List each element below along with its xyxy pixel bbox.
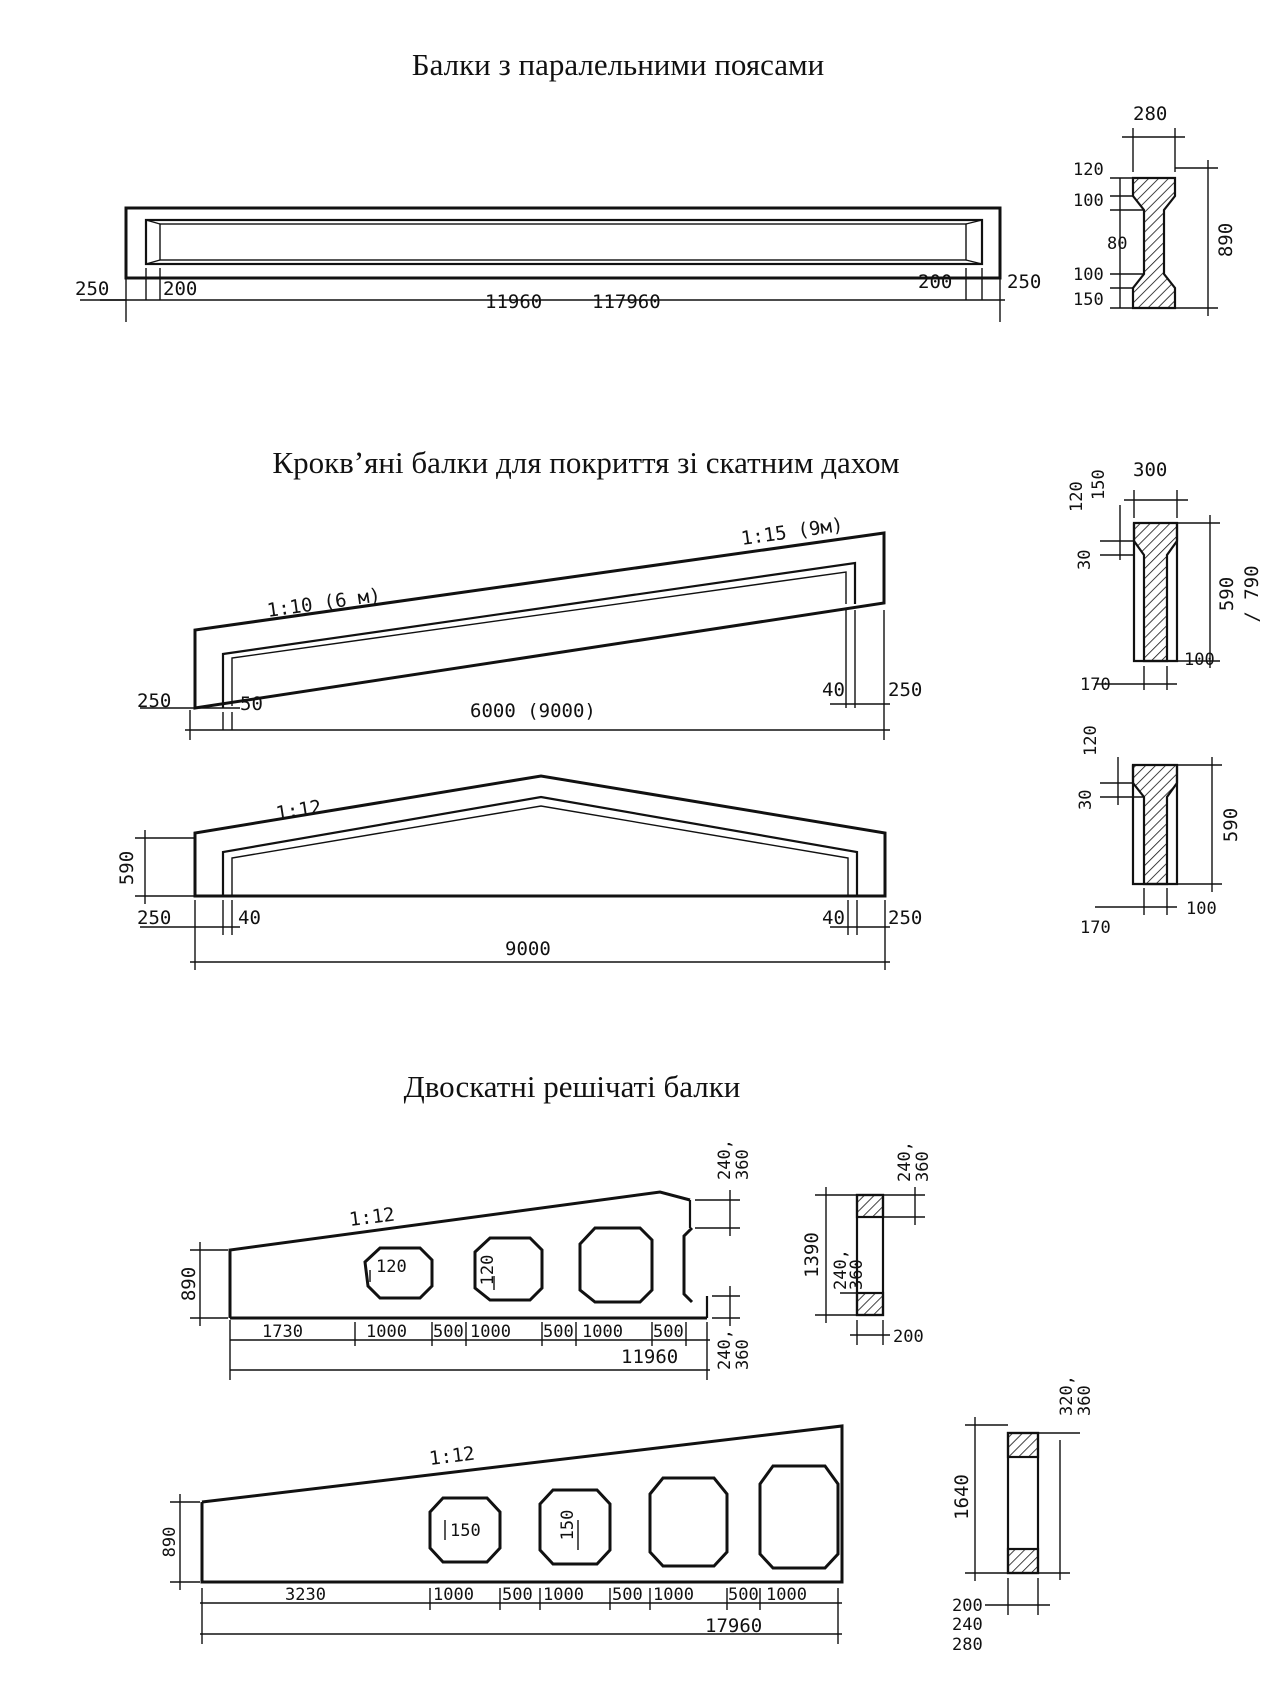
gable-cross-section bbox=[1095, 757, 1222, 915]
mono-xs-bottom-flange: 170 bbox=[1080, 675, 1111, 695]
lattice12-opening-1: 120 bbox=[376, 1257, 407, 1277]
lattice18-opening-1: 150 bbox=[450, 1521, 481, 1541]
lattice12-panel-7: 500 bbox=[653, 1322, 684, 1342]
xs1-top-flange: 120 bbox=[1073, 160, 1104, 180]
lattice12-panel-2: 1000 bbox=[366, 1322, 407, 1342]
lattice18-slope: 1:12 bbox=[428, 1443, 476, 1470]
lattice18-xs-top-alt: 360 bbox=[1075, 1385, 1095, 1416]
lattice18-end-height: 890 bbox=[160, 1527, 180, 1558]
lattice18-panel-7: 500 bbox=[728, 1585, 759, 1605]
lattice18-xs-width-b: 240 bbox=[952, 1615, 983, 1635]
lattice-beam-12m-elevation bbox=[190, 1190, 740, 1380]
parallel-chord-cross-section bbox=[1110, 128, 1218, 316]
gable-xs-height: 590 bbox=[1220, 808, 1242, 842]
lattice18-opening-2: 150 bbox=[558, 1510, 578, 1541]
lattice18-xs-top: 320, bbox=[1057, 1375, 1077, 1416]
lattice12-bottom-chord: 240, bbox=[715, 1329, 735, 1370]
lattice12-panel-4: 1000 bbox=[470, 1322, 511, 1342]
lattice18-panel-8: 1000 bbox=[766, 1585, 807, 1605]
gable-xs-bottom-flange: 170 bbox=[1080, 918, 1111, 938]
mono-slope-6m: 1:10 (6 м) bbox=[266, 584, 382, 622]
lattice12-xs-top-alt: 360 bbox=[913, 1151, 933, 1182]
mono-xs-web: 100 bbox=[1184, 650, 1215, 670]
mono-xs-height: 590 bbox=[1216, 577, 1238, 611]
gable-xs-top-flange: 120 bbox=[1081, 725, 1101, 756]
xs1-height: 890 bbox=[1215, 223, 1237, 257]
lattice12-xs-height: 1390 bbox=[801, 1232, 823, 1278]
mono-xs-haunch: 30 bbox=[1075, 550, 1095, 570]
gable-right-end: 250 bbox=[888, 907, 922, 929]
lattice-beam-18m-elevation bbox=[170, 1424, 844, 1644]
dim-span-a: 11960 bbox=[485, 291, 542, 313]
parallel-chord-beam-elevation bbox=[80, 206, 1005, 322]
lattice12-span: 11960 bbox=[621, 1346, 678, 1368]
mono-xs-top-flange-alt: 150 bbox=[1089, 469, 1109, 500]
lattice18-panel-5: 500 bbox=[612, 1585, 643, 1605]
mono-pitch-beam-elevation bbox=[140, 531, 890, 740]
dim-right-inner: 200 bbox=[918, 271, 952, 293]
lattice18-span: 17960 bbox=[705, 1615, 762, 1637]
mono-xs-top-flange: 120 bbox=[1067, 481, 1087, 512]
lattice12-panel-3: 500 bbox=[433, 1322, 464, 1342]
gable-xs-web: 100 bbox=[1186, 899, 1217, 919]
gable-slope: 1:12 bbox=[274, 796, 323, 825]
beam-outline bbox=[124, 206, 1002, 280]
lattice12-end-height: 890 bbox=[178, 1267, 200, 1301]
dim-left-end: 250 bbox=[75, 278, 109, 300]
xs1-top-haunch: 100 bbox=[1073, 191, 1104, 211]
gable-left-end: 250 bbox=[137, 907, 171, 929]
lattice18-panel-3: 500 bbox=[502, 1585, 533, 1605]
lattice12-top-chord-alt: 360 bbox=[733, 1149, 753, 1180]
mono-xs-height-alt: / 790 bbox=[1241, 565, 1263, 622]
mono-left-inner: 50 bbox=[240, 693, 263, 715]
lattice18-panel-6: 1000 bbox=[653, 1585, 694, 1605]
lattice18-xs-height: 1640 bbox=[951, 1474, 973, 1520]
lattice-18m-cross-section bbox=[965, 1417, 1080, 1615]
lattice12-panel-5: 500 bbox=[543, 1322, 574, 1342]
mono-span: 6000 (9000) bbox=[470, 700, 596, 722]
mono-right-inner: 40 bbox=[822, 679, 845, 701]
gable-end-height: 590 bbox=[116, 851, 138, 885]
lattice12-bottom-chord-alt: 360 bbox=[733, 1339, 753, 1370]
lattice12-top-chord: 240, bbox=[715, 1139, 735, 1180]
mono-right-end: 250 bbox=[888, 679, 922, 701]
mono-xs-width: 300 bbox=[1133, 459, 1167, 481]
beam-web-recess bbox=[144, 218, 984, 266]
gable-beam-elevation bbox=[135, 774, 890, 970]
lattice12-xs-width: 200 bbox=[893, 1327, 924, 1347]
lattice18-panel-1: 3230 bbox=[285, 1585, 326, 1605]
lattice12-xs-chord: 240, bbox=[831, 1249, 851, 1290]
lattice18-panel-4: 1000 bbox=[543, 1585, 584, 1605]
lattice12-opening-2: 120 bbox=[478, 1255, 498, 1286]
section-title-rafter-beams: Кроквʼяні балки для покриття зі скатним … bbox=[272, 445, 899, 480]
lattice12-panel-1: 1730 bbox=[262, 1322, 303, 1342]
xs1-web: 80 bbox=[1107, 234, 1127, 254]
section-title-parallel-chord-beams: Балки з паралельними поясами bbox=[412, 47, 824, 82]
gable-span: 9000 bbox=[505, 938, 551, 960]
xs1-bottom-haunch: 100 bbox=[1073, 265, 1104, 285]
section-title-lattice-beams: Двоскатні решічаті балки bbox=[404, 1069, 741, 1104]
lattice18-xs-width-a: 200 bbox=[952, 1596, 983, 1616]
lattice12-xs-chord-alt: 360 bbox=[847, 1259, 867, 1290]
mono-pitch-cross-section bbox=[1095, 490, 1220, 690]
lattice12-panel-6: 1000 bbox=[582, 1322, 623, 1342]
gable-right-inner: 40 bbox=[822, 907, 845, 929]
lattice-12m-cross-section bbox=[815, 1187, 925, 1345]
gable-left-inner: 40 bbox=[238, 907, 261, 929]
lattice18-xs-width-c: 280 bbox=[952, 1635, 983, 1655]
xs1-bottom-flange: 150 bbox=[1073, 290, 1104, 310]
gable-xs-haunch: 30 bbox=[1076, 790, 1096, 810]
dim-span-b: 117960 bbox=[592, 291, 661, 313]
lattice18-panel-2: 1000 bbox=[433, 1585, 474, 1605]
lattice12-slope: 1:12 bbox=[348, 1204, 396, 1231]
dim-left-inner: 200 bbox=[163, 278, 197, 300]
xs1-width: 280 bbox=[1133, 103, 1167, 125]
lattice12-xs-top: 240, bbox=[895, 1141, 915, 1182]
mono-left-end: 250 bbox=[137, 690, 171, 712]
dim-right-end: 250 bbox=[1007, 271, 1041, 293]
